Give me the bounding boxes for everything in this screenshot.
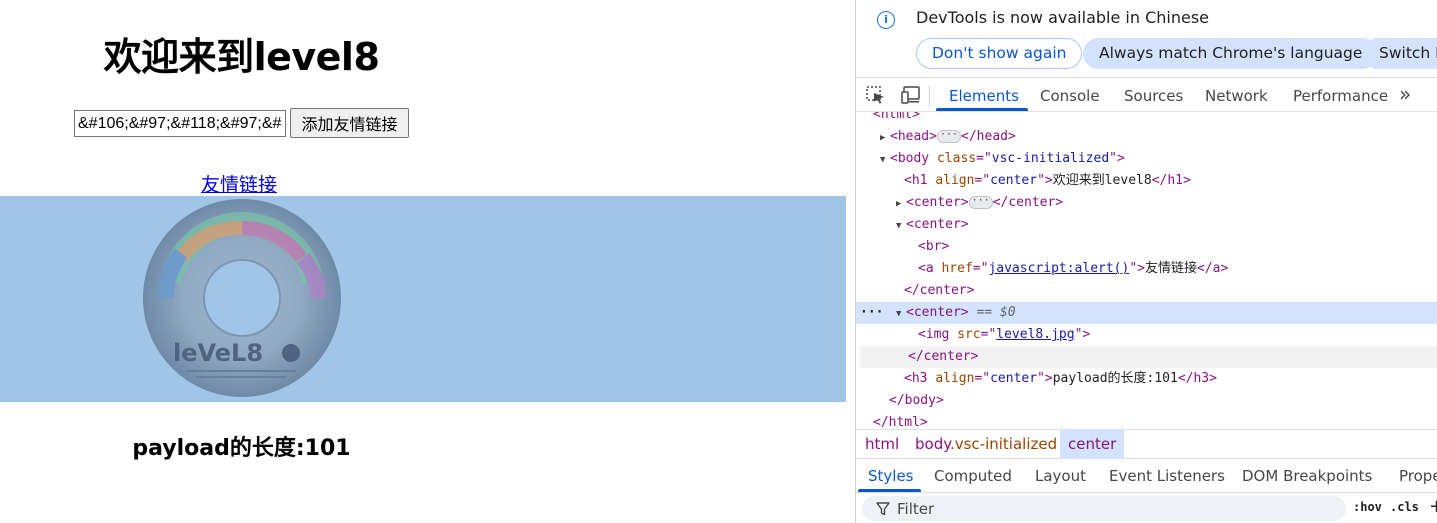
more-options-icon[interactable]: ··· [860, 305, 884, 320]
dom-node-body[interactable]: ▼<body class="vsc-initialized"> [856, 148, 1437, 170]
dont-show-again-button[interactable]: Don't show again [916, 38, 1083, 69]
add-style-rule-button[interactable]: + [1429, 496, 1437, 517]
tab-computed[interactable]: Computed [934, 467, 1012, 485]
filter-placeholder: Filter [897, 500, 935, 518]
info-icon: i [877, 11, 895, 29]
payload-length-heading: payload的长度:101 [132, 436, 351, 461]
breadcrumb: html body.vsc-initialized center [856, 429, 1437, 459]
image-highlight-overlay [0, 196, 846, 402]
tab-layout[interactable]: Layout [1035, 467, 1086, 485]
dom-node-center-1[interactable]: ▶<center>···</center> [856, 192, 1437, 214]
device-toolbar-icon[interactable] [901, 86, 921, 104]
dom-node-br[interactable]: <br> [918, 239, 950, 254]
devtools-panel: i DevTools is now available in Chinese D… [855, 0, 1437, 523]
dom-node-html-close[interactable]: </html> [873, 415, 928, 429]
active-tab-indicator [936, 108, 1028, 111]
tab-properties[interactable]: Prope [1399, 467, 1437, 485]
dom-node-center-2-close[interactable]: </center> [904, 283, 975, 298]
switch-language-button[interactable]: Switch D [1363, 38, 1437, 69]
dom-tree: <html> ▶<head>···</head> ▼<body class="v… [856, 112, 1437, 429]
more-tabs-icon[interactable]: » [1399, 82, 1412, 106]
ellipsis-icon[interactable]: ··· [936, 130, 962, 143]
inspect-element-icon[interactable] [866, 86, 886, 104]
tab-elements[interactable]: Elements [949, 87, 1019, 105]
tab-event-listeners[interactable]: Event Listeners [1109, 467, 1225, 485]
tab-performance[interactable]: Performance [1293, 87, 1389, 105]
dom-node-h1[interactable]: <h1 align="center">欢迎来到level8</h1> [904, 173, 1191, 188]
collapse-triangle-icon[interactable]: ▼ [896, 221, 902, 231]
styles-subtabs: Styles Computed Layout Event Listeners D… [856, 459, 1437, 493]
friend-link[interactable]: 友情链接 [201, 174, 278, 196]
page-heading: 欢迎来到level8 [103, 35, 380, 79]
breadcrumb-center[interactable]: center [1060, 430, 1125, 459]
devtools-tabbar: Elements Console Sources Network Perform… [856, 77, 1437, 112]
toolbar-divider [929, 86, 930, 106]
active-subtab-indicator [858, 489, 921, 492]
tab-styles[interactable]: Styles [868, 467, 914, 485]
hover-state-button[interactable]: :hov [1353, 500, 1382, 514]
breadcrumb-html[interactable]: html [865, 435, 900, 453]
dom-node-center-2[interactable]: ▼<center> [856, 214, 1437, 236]
link-input[interactable] [74, 110, 286, 137]
dom-node-head[interactable]: ▶<head>···</head> [856, 126, 1437, 148]
dom-node-h3[interactable]: <h3 align="center">payload的长度:101</h3> [904, 371, 1217, 386]
level8-image: leVeL8 [143, 199, 341, 397]
filter-input[interactable] [862, 496, 1346, 521]
collapse-triangle-icon[interactable]: ▼ [896, 309, 902, 319]
breadcrumb-body[interactable]: body.vsc-initialized [915, 435, 1058, 453]
dom-node-html[interactable]: <html> [873, 112, 920, 122]
tab-dom-breakpoints[interactable]: DOM Breakpoints [1242, 467, 1373, 485]
tab-console[interactable]: Console [1040, 87, 1100, 105]
rendered-page: 欢迎来到level8 添加友情链接 友情链接 leVeL8 payload的长度… [0, 35, 846, 461]
dom-node-center-selected[interactable]: ··· ▼<center> == $0 [856, 302, 1437, 324]
filter-icon [876, 502, 890, 516]
language-notice: i DevTools is now available in Chinese D… [856, 0, 1437, 77]
notice-text: DevTools is now available in Chinese [916, 8, 1209, 27]
styles-filter-bar: Filter :hov .cls + [856, 493, 1437, 523]
image-logo-text: leVeL8 [173, 339, 263, 367]
collapse-triangle-icon[interactable]: ▼ [880, 155, 886, 165]
expand-triangle-icon[interactable]: ▶ [896, 199, 902, 209]
ellipsis-icon[interactable]: ··· [968, 196, 993, 209]
expand-triangle-icon[interactable]: ▶ [880, 133, 886, 143]
dom-node-a[interactable]: <a href="javascript:alert()">友情链接</a> [918, 261, 1229, 276]
dom-node-center-selected-close[interactable]: </center> [860, 346, 1437, 368]
always-match-language-button[interactable]: Always match Chrome's language [1083, 38, 1379, 69]
class-toggle-button[interactable]: .cls [1390, 500, 1419, 514]
add-link-button[interactable]: 添加友情链接 [290, 108, 409, 138]
tab-sources[interactable]: Sources [1124, 87, 1184, 105]
dom-node-img[interactable]: <img src="level8.jpg"> [918, 327, 1091, 342]
dom-node-body-close[interactable]: </body> [889, 393, 944, 408]
tab-network[interactable]: Network [1205, 87, 1268, 105]
